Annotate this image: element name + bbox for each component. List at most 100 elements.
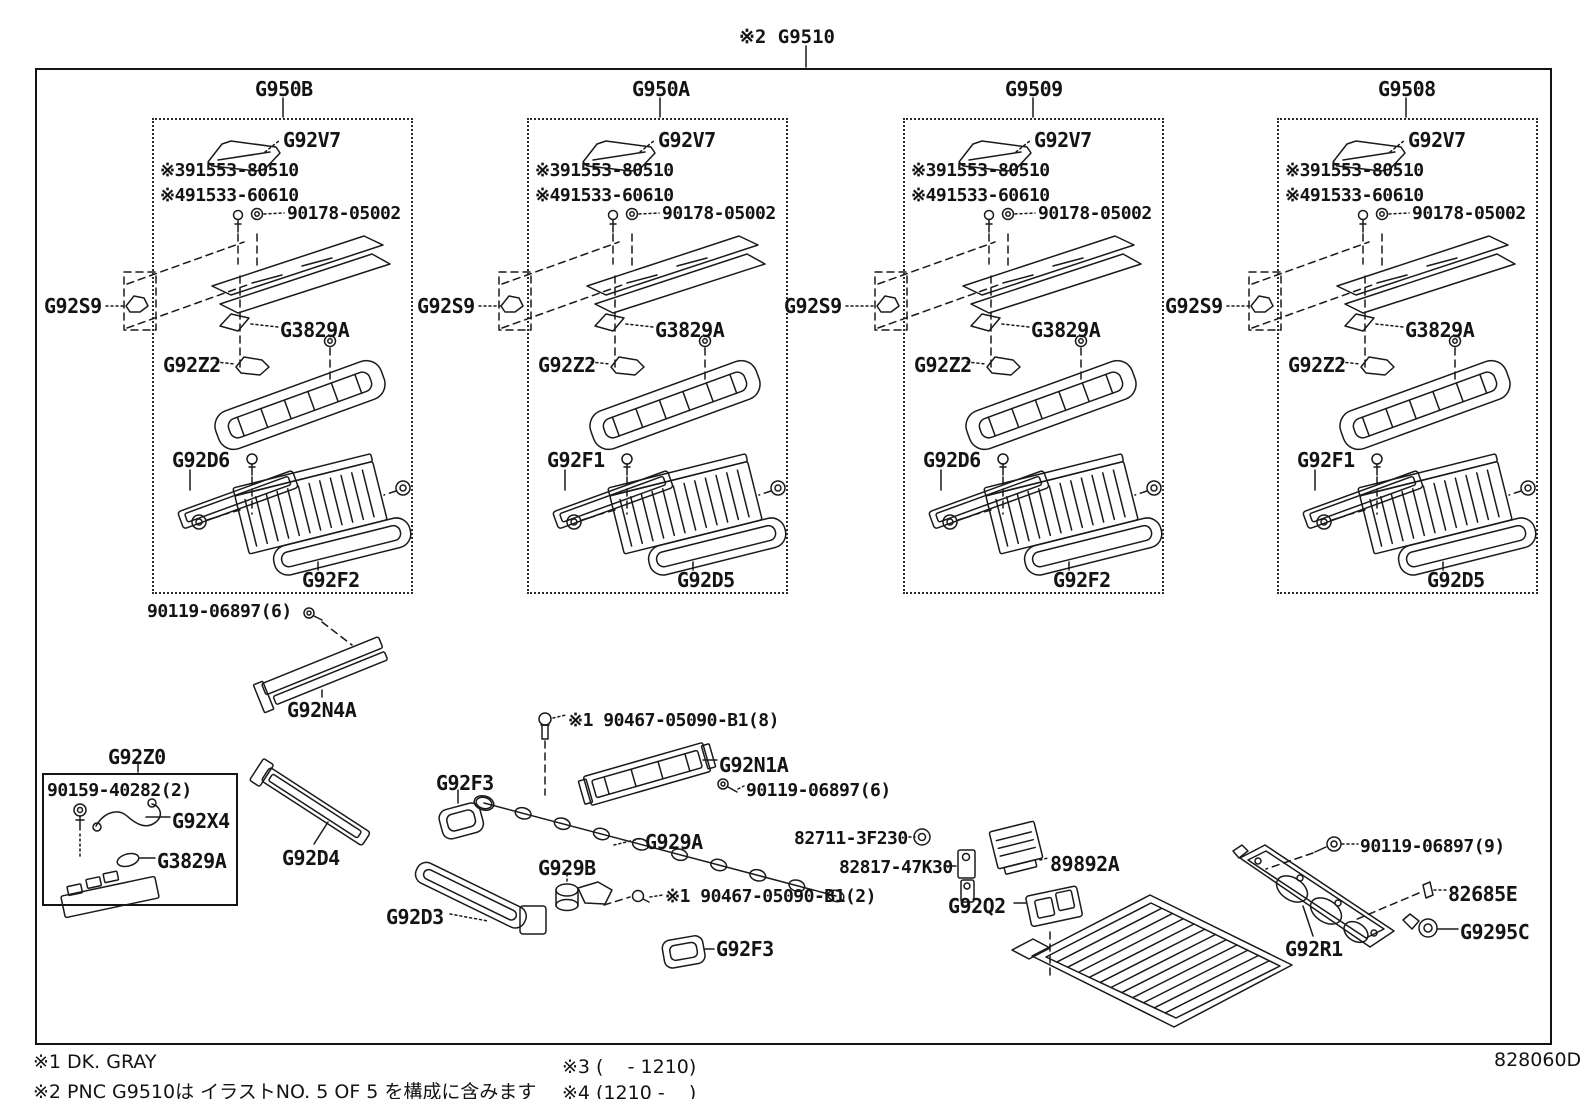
part-label-1-90467-05090-b1-8: ※1 90467-05090-B1(8)	[568, 710, 779, 731]
part-drawing	[249, 758, 371, 846]
part-label-g92f3: G92F3	[436, 771, 494, 795]
part-label-g92z2: G92Z2	[163, 353, 221, 377]
part-label-90119-06897-6: 90119-06897(6)	[746, 780, 891, 801]
part-label-90159-40282-2: 90159-40282(2)	[47, 780, 192, 801]
part-label-g3829a: G3829A	[655, 318, 725, 342]
diagram-outer-border	[35, 68, 1552, 1045]
part-label-391553-80510: ※391553-80510	[160, 160, 299, 181]
part-label-82817-47k30: 82817-47K30	[839, 857, 953, 878]
part-label-g950b: G950B	[255, 77, 313, 101]
part-drawing	[1397, 517, 1537, 576]
part-label-391553-80510: ※391553-80510	[1285, 160, 1424, 181]
part-drawing	[438, 802, 485, 840]
part-label-g92d5: G92D5	[677, 568, 735, 592]
part-label-g92d4: G92D4	[282, 846, 340, 870]
part-label-90178-05002: 90178-05002	[1038, 203, 1152, 224]
part-drawing	[1025, 885, 1083, 928]
part-label-g92x4: G92X4	[172, 809, 230, 833]
part-label-g92s9: G92S9	[784, 294, 842, 318]
part-label-g92r1: G92R1	[1285, 937, 1343, 961]
part-drawing	[1357, 453, 1513, 555]
footnote-1: ※1 DK. GRAY	[33, 1051, 157, 1073]
part-drawing	[607, 453, 763, 555]
part-label-g92s9: G92S9	[417, 294, 475, 318]
part-drawing	[272, 517, 412, 576]
part-drawing	[577, 742, 717, 806]
part-label-g3829a: G3829A	[157, 849, 227, 873]
part-drawing	[252, 636, 388, 714]
part-label-g92f2: G92F2	[302, 568, 360, 592]
part-label-g92z2: G92Z2	[1288, 353, 1346, 377]
panel-box-4	[1277, 118, 1538, 594]
part-label-g929a: G929A	[645, 830, 703, 854]
part-drawing	[1339, 359, 1511, 451]
part-drawing	[552, 470, 674, 529]
part-label-g92v7: G92V7	[283, 128, 341, 152]
part-drawing	[988, 820, 1044, 875]
part-label-90119-06897-6: 90119-06897(6)	[147, 601, 292, 622]
g92z0-group-border	[42, 773, 238, 906]
part-label-g92q2: G92Q2	[948, 894, 1006, 918]
part-drawing	[1023, 517, 1163, 576]
part-drawing	[414, 861, 528, 929]
part-label-g92d5: G92D5	[1427, 568, 1485, 592]
part-drawing	[60, 870, 160, 919]
part-label-82685e: 82685E	[1448, 882, 1518, 906]
part-label-g3829a: G3829A	[280, 318, 350, 342]
part-label-g92d3: G92D3	[386, 905, 444, 929]
part-label-90178-05002: 90178-05002	[287, 203, 401, 224]
part-label-391553-80510: ※391553-80510	[911, 160, 1050, 181]
part-label-90119-06897-9: 90119-06897(9)	[1360, 836, 1505, 857]
part-label-82711-3f230: 82711-3F230	[794, 828, 908, 849]
part-label-g92f1: G92F1	[1297, 448, 1355, 472]
part-drawing	[647, 517, 787, 576]
part-label-g3829a: G3829A	[1405, 318, 1475, 342]
part-label-g9295c: G9295C	[1460, 920, 1530, 944]
part-label-g92f1: G92F1	[547, 448, 605, 472]
part-label-g92d6: G92D6	[172, 448, 230, 472]
line-art-root	[60, 45, 1537, 1028]
part-drawing	[965, 359, 1137, 451]
panel-box-2	[527, 118, 788, 594]
part-label-g92d6: G92D6	[923, 448, 981, 472]
part-label-491533-60610: ※491533-60610	[535, 185, 674, 206]
part-label-g92v7: G92V7	[1408, 128, 1466, 152]
part-label-g92v7: G92V7	[658, 128, 716, 152]
part-drawing	[177, 470, 299, 529]
part-label-491533-60610: ※491533-60610	[911, 185, 1050, 206]
part-label-89892a: 89892A	[1050, 852, 1120, 876]
part-label-g92f2: G92F2	[1053, 568, 1111, 592]
panel-box-1	[152, 118, 413, 594]
panel-box-3	[903, 118, 1164, 594]
part-label-g950a: G950A	[632, 77, 690, 101]
part-label-g3829a: G3829A	[1031, 318, 1101, 342]
part-label-90178-05002: 90178-05002	[662, 203, 776, 224]
part-label-491533-60610: ※491533-60610	[1285, 185, 1424, 206]
part-drawing	[214, 359, 386, 451]
part-label-491533-60610: ※491533-60610	[160, 185, 299, 206]
part-drawing	[661, 935, 706, 969]
part-label-g9508: G9508	[1378, 77, 1436, 101]
diagram-title: ※2 G9510	[739, 26, 835, 48]
part-drawing	[928, 470, 1050, 529]
part-label-g92z0: G92Z0	[108, 745, 166, 769]
part-label-g92f3: G92F3	[716, 937, 774, 961]
footnote-2: ※2 PNC G9510は イラストNO. 5 OF 5 を構成に含みます	[33, 1081, 537, 1099]
part-label-g92n1a: G92N1A	[719, 753, 789, 777]
part-label-1-90467-05090-b1-2: ※1 90467-05090-B1(2)	[665, 886, 876, 907]
part-label-g9509: G9509	[1005, 77, 1063, 101]
footnote-3: ※3 ( - 1210)	[562, 1056, 697, 1078]
footnote-4: ※4 (1210 - )	[562, 1082, 697, 1099]
part-label-391553-80510: ※391553-80510	[535, 160, 674, 181]
doc-code: 828060D	[1494, 1049, 1582, 1071]
part-drawing	[1302, 470, 1424, 529]
part-label-90178-05002: 90178-05002	[1412, 203, 1526, 224]
part-drawing	[589, 359, 761, 451]
part-label-g929b: G929B	[538, 856, 596, 880]
part-label-g92s9: G92S9	[1165, 294, 1223, 318]
part-label-g92z2: G92Z2	[914, 353, 972, 377]
part-label-g92z2: G92Z2	[538, 353, 596, 377]
part-label-g92n4a: G92N4A	[287, 698, 357, 722]
